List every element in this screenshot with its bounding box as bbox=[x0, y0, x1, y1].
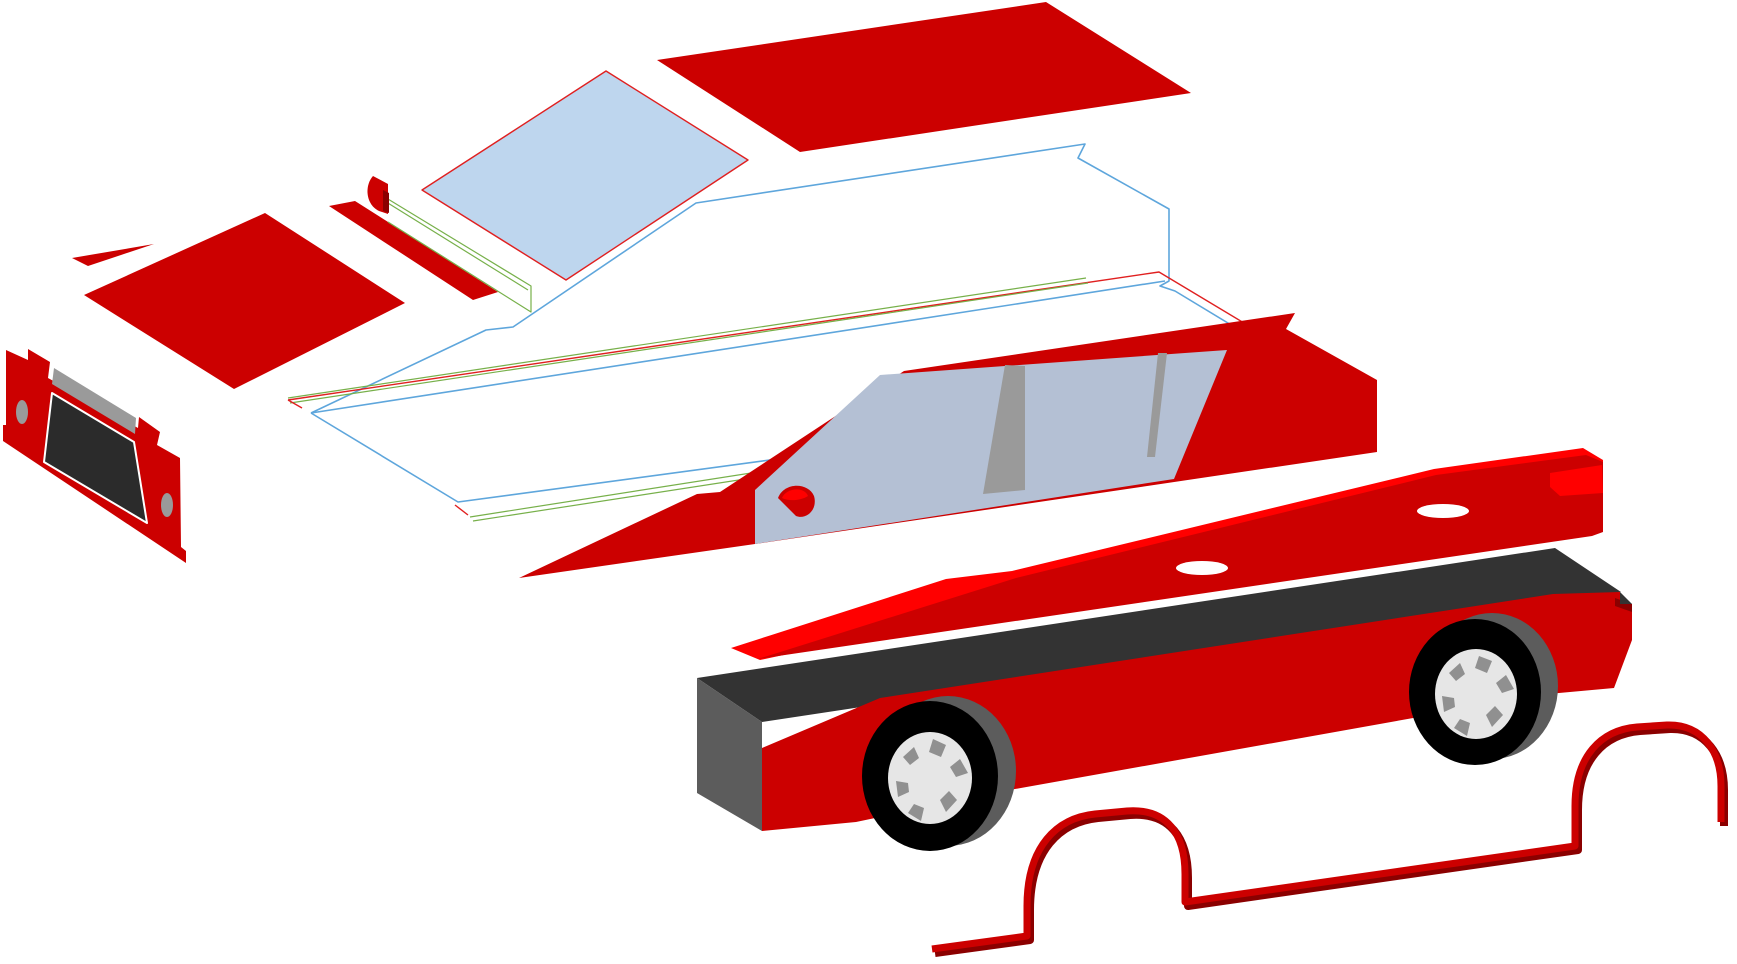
rear-wheel bbox=[1409, 613, 1558, 765]
rim-spokes bbox=[896, 739, 968, 821]
door-handle-icon bbox=[778, 485, 815, 517]
wheel-arch-trim bbox=[931, 721, 1728, 957]
windshield bbox=[421, 70, 749, 281]
cowl-strip bbox=[382, 195, 532, 313]
vent-hole bbox=[1176, 561, 1228, 575]
vent-hole bbox=[1417, 504, 1469, 518]
body-side-upper bbox=[519, 313, 1377, 578]
front-wheel bbox=[862, 696, 1016, 851]
hood-panel bbox=[72, 201, 498, 389]
mirror-icon bbox=[367, 176, 389, 214]
roof-panel bbox=[657, 2, 1191, 152]
front-fascia bbox=[3, 349, 186, 563]
rim-spokes bbox=[1442, 656, 1514, 736]
rocker-skirt bbox=[731, 448, 1603, 660]
side-window bbox=[755, 350, 1227, 544]
